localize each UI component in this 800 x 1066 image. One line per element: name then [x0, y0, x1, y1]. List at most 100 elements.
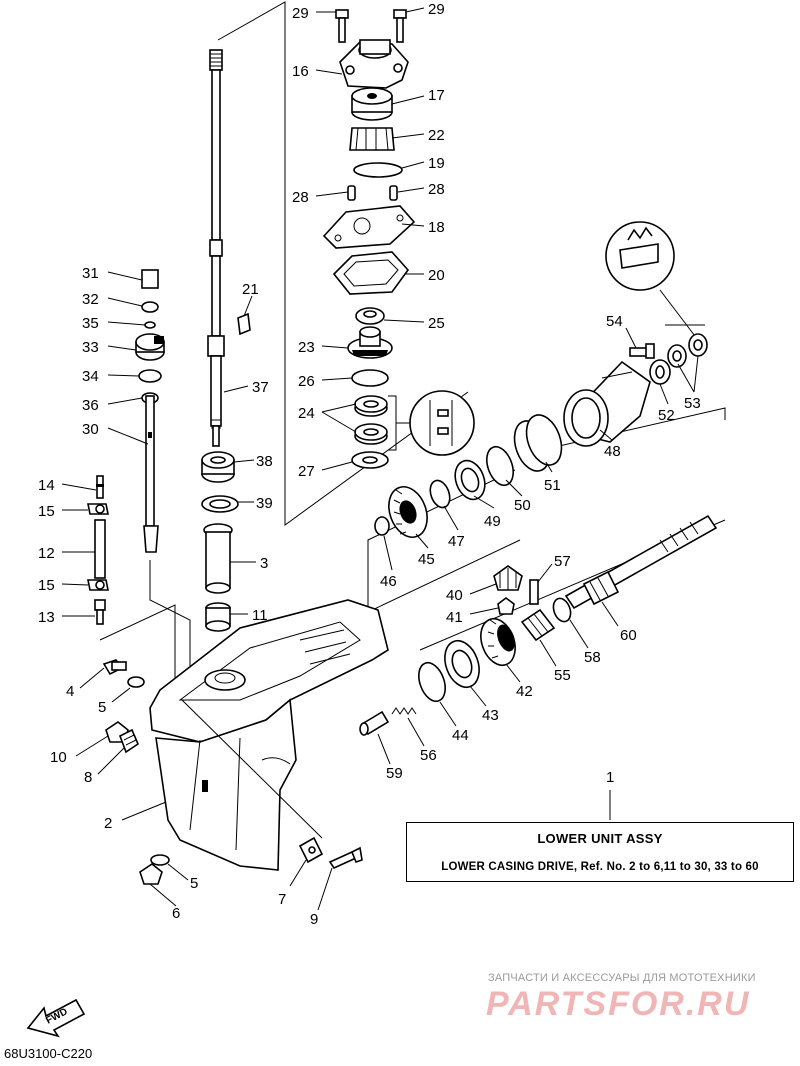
bearing-24-upper[interactable]: [354, 395, 388, 417]
screw-9[interactable]: [328, 846, 363, 870]
bearing-49[interactable]: [450, 456, 490, 503]
o-ring-34[interactable]: [138, 369, 162, 383]
callout-17[interactable]: 17: [428, 87, 445, 104]
callout-34[interactable]: 34: [82, 368, 99, 385]
o-ring-51-b[interactable]: [520, 410, 568, 470]
callout-60[interactable]: 60: [620, 627, 637, 644]
callout-2[interactable]: 2: [104, 815, 112, 832]
bearing-38[interactable]: [201, 451, 235, 483]
callout-52[interactable]: 52: [658, 407, 675, 424]
callout-56[interactable]: 56: [420, 747, 437, 764]
reverse-gear-45[interactable]: [382, 481, 434, 542]
callout-54[interactable]: 54: [606, 313, 623, 330]
callout-43[interactable]: 43: [482, 707, 499, 724]
outer-plate-18[interactable]: [322, 205, 416, 249]
bearing-housing-48[interactable]: [563, 360, 651, 447]
callout-29-right[interactable]: 29: [428, 1, 445, 18]
callout-6[interactable]: 6: [172, 905, 180, 922]
bolt-54[interactable]: [629, 343, 655, 359]
callout-15-upper[interactable]: 15: [38, 503, 55, 520]
bearing-24-lower[interactable]: [354, 423, 388, 445]
callout-31[interactable]: 31: [82, 265, 99, 282]
shim-39[interactable]: [201, 495, 239, 513]
lever-33[interactable]: [135, 333, 165, 361]
callout-28-right[interactable]: 28: [428, 181, 445, 198]
forward-gear-42[interactable]: [475, 614, 521, 670]
callout-5-lower[interactable]: 5: [190, 875, 198, 892]
callout-57[interactable]: 57: [554, 553, 571, 570]
washer-46[interactable]: [374, 516, 390, 536]
oil-seal-25[interactable]: [355, 307, 385, 325]
washer-5-upper[interactable]: [127, 676, 145, 688]
callout-45[interactable]: 45: [418, 551, 435, 568]
bolt-29-right[interactable]: [393, 9, 407, 43]
pin-21[interactable]: [237, 312, 251, 336]
impeller-22[interactable]: [349, 127, 395, 151]
gasket-19[interactable]: [353, 162, 403, 178]
gasket-20[interactable]: [332, 251, 410, 295]
callout-12[interactable]: 12: [38, 545, 55, 562]
callout-51[interactable]: 51: [544, 477, 561, 494]
grommet-15-upper[interactable]: [87, 503, 109, 515]
shim-44[interactable]: [414, 659, 450, 705]
sleeve-3[interactable]: [203, 523, 233, 594]
circlip-35[interactable]: [144, 321, 156, 329]
callout-11[interactable]: 11: [252, 607, 268, 624]
callout-30[interactable]: 30: [82, 421, 99, 438]
dog-clutch-55[interactable]: [520, 608, 556, 642]
cross-pin-57[interactable]: [529, 579, 539, 605]
callout-14[interactable]: 14: [38, 477, 55, 494]
callout-10[interactable]: 10: [50, 749, 67, 766]
oil-seal-53-b[interactable]: [688, 333, 708, 357]
callout-37[interactable]: 37: [252, 379, 269, 396]
callout-27[interactable]: 27: [298, 463, 315, 480]
callout-18[interactable]: 18: [428, 219, 445, 236]
callout-42[interactable]: 42: [516, 683, 533, 700]
bolt-29-left[interactable]: [335, 9, 349, 43]
callout-3[interactable]: 3: [260, 555, 268, 572]
bushing-52[interactable]: [649, 359, 671, 385]
callout-35[interactable]: 35: [82, 315, 99, 332]
grommet-15-lower[interactable]: [87, 579, 109, 591]
callout-25[interactable]: 25: [428, 315, 445, 332]
pump-housing-16[interactable]: [339, 39, 409, 89]
dowel-pin-28-left[interactable]: [347, 185, 356, 201]
callout-41[interactable]: 41: [446, 609, 463, 626]
callout-9[interactable]: 9: [310, 911, 318, 928]
spring-56[interactable]: [391, 707, 417, 715]
insert-cartridge-17[interactable]: [351, 87, 393, 121]
shift-rod-30[interactable]: [143, 395, 159, 553]
needle-bearing-11[interactable]: [205, 602, 231, 632]
washer-27[interactable]: [351, 451, 389, 469]
callout-33[interactable]: 33: [82, 339, 99, 356]
shift-plunger-59[interactable]: [359, 710, 390, 736]
washer-32[interactable]: [141, 301, 159, 313]
callout-49[interactable]: 49: [484, 513, 501, 530]
bolt-14[interactable]: [96, 475, 104, 499]
callout-7[interactable]: 7: [278, 891, 286, 908]
callout-39[interactable]: 39: [256, 495, 273, 512]
dowel-pin-28-right[interactable]: [389, 185, 398, 201]
callout-59[interactable]: 59: [386, 765, 403, 782]
callout-16[interactable]: 16: [292, 63, 309, 80]
callout-15-lower[interactable]: 15: [38, 577, 55, 594]
callout-53[interactable]: 53: [684, 395, 701, 412]
callout-26[interactable]: 26: [298, 373, 315, 390]
callout-46[interactable]: 46: [380, 573, 397, 590]
callout-29-left[interactable]: 29: [292, 5, 309, 22]
lower-casing-2[interactable]: [149, 599, 389, 871]
callout-44[interactable]: 44: [452, 727, 469, 744]
callout-5-upper[interactable]: 5: [98, 699, 106, 716]
anode-7[interactable]: [298, 836, 324, 864]
nut-41[interactable]: [497, 597, 515, 615]
drive-shaft-37[interactable]: [207, 49, 225, 447]
callout-19[interactable]: 19: [428, 155, 445, 172]
callout-20[interactable]: 20: [428, 267, 445, 284]
callout-40[interactable]: 40: [446, 587, 463, 604]
nut-31[interactable]: [141, 269, 159, 289]
callout-23[interactable]: 23: [298, 339, 315, 356]
propeller-shaft-60[interactable]: [564, 514, 718, 610]
plug-6[interactable]: [139, 863, 163, 885]
pinion-40[interactable]: [493, 565, 523, 591]
o-ring-26[interactable]: [351, 369, 389, 387]
